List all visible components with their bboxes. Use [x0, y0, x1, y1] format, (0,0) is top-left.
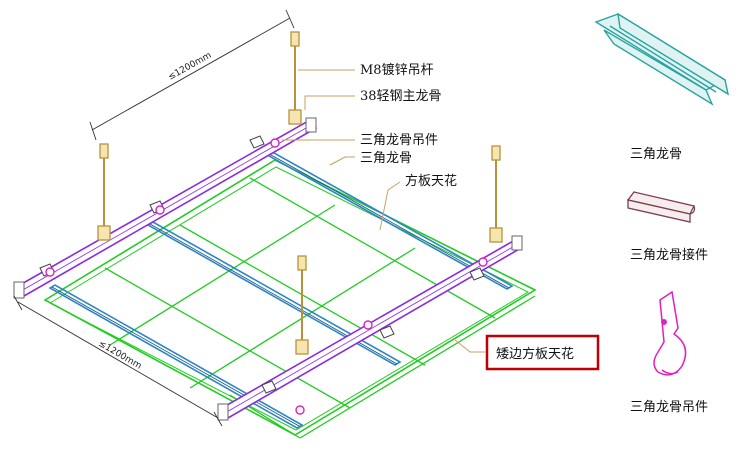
dimension-bottom [13, 295, 223, 427]
hanging-rods [97, 31, 503, 355]
legend-label-0: 三角龙骨 [630, 147, 682, 162]
label-edge-panel: 矮边方板天花 [496, 346, 574, 362]
dimension-bottom-label: ≤1200mm [97, 339, 144, 372]
label-square-panel: 方板天花 [405, 173, 457, 189]
leader-lines [282, 69, 485, 353]
dimension-top-label: ≤1200mm [167, 51, 214, 83]
label-tri-keel: 三角龙骨 [360, 151, 412, 166]
triangle-keel-icon [594, 12, 730, 106]
legend-label-1: 三角龙骨接件 [630, 247, 708, 263]
highlight-box [485, 334, 600, 371]
keel-hanger-joints [45, 138, 488, 415]
main-keels [13, 117, 523, 421]
keel-hanger-icon [653, 290, 687, 376]
keel-connector-icon [626, 191, 696, 223]
dimension-top [89, 9, 295, 141]
panel-grid [43, 159, 537, 439]
legend-label-2: 三角龙骨吊件 [630, 400, 708, 415]
label-main-keel: 38轻钢主龙骨 [360, 89, 442, 104]
label-rod: M8镀锌吊杆 [360, 62, 434, 78]
label-tri-hanger: 三角龙骨吊件 [360, 133, 438, 148]
